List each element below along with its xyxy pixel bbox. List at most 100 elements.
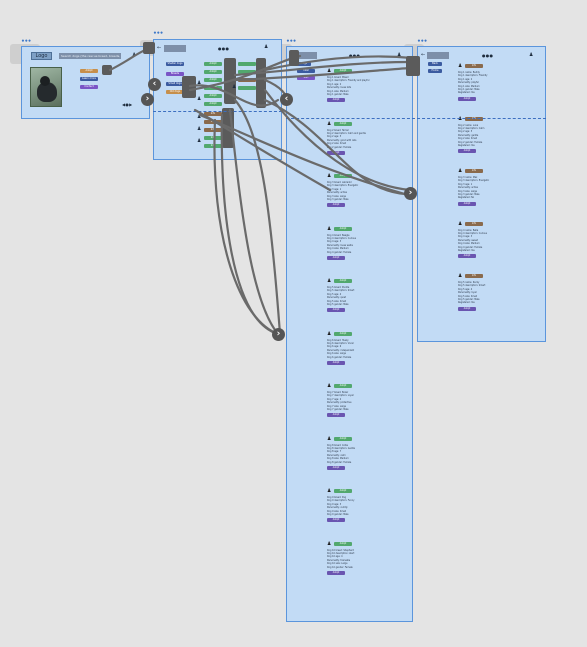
card-badge[interactable]: Info (465, 221, 483, 226)
pager-dots[interactable]: ● ● ● (349, 53, 360, 58)
card-adopt-button[interactable]: Adopt (327, 570, 345, 575)
user-icon[interactable]: ♟ (132, 52, 137, 58)
category-chip[interactable]: Breeds (166, 72, 184, 76)
home-chip[interactable]: Home (428, 69, 442, 73)
card-adopt-button[interactable]: Adopt (327, 203, 345, 208)
card-detail-line: Dog 8 breed: Collie (327, 443, 348, 447)
adopt-chip[interactable] (238, 70, 256, 74)
back-arrow-icon[interactable]: ← (421, 52, 426, 58)
card-badge[interactable]: Adopt (334, 174, 352, 178)
card-badge[interactable]: Adopt (334, 279, 352, 283)
card-badge[interactable]: Info (465, 64, 483, 68)
adopt-chip[interactable]: Adopt (80, 69, 98, 73)
pager-dots[interactable]: ◀ ● ▶ (122, 102, 132, 107)
next-arrow-button[interactable]: › (272, 328, 285, 341)
category-chip[interactable]: Shelter dogs (166, 62, 184, 66)
filter-button[interactable]: Filter (297, 69, 315, 73)
card-detail-line: Dog 8 gender: Female (327, 460, 352, 464)
category-chip[interactable]: Small dogs (166, 82, 184, 86)
card-badge[interactable]: Info (465, 274, 483, 278)
card-adopt-button[interactable]: Adopt (327, 518, 345, 523)
adopt-chip[interactable]: Adopt (204, 62, 222, 66)
card-badge[interactable]: Info (465, 169, 483, 173)
card-adopt-button[interactable]: Adopt (458, 96, 476, 101)
card-adopt-button[interactable]: Adopt (458, 201, 476, 206)
card-badge[interactable]: Adopt (334, 226, 352, 231)
info-chip[interactable] (238, 78, 256, 82)
card-badge[interactable]: Adopt (334, 384, 352, 388)
prev-arrow-button[interactable]: ‹ (148, 78, 161, 91)
card-adopt-button[interactable]: Adopt (327, 255, 345, 260)
user-icon[interactable]: ♟ (264, 44, 269, 50)
prev-arrow-button[interactable]: ‹ (280, 93, 293, 106)
info-chip[interactable]: Info (204, 136, 222, 140)
card-adopt-button[interactable]: Adopt (327, 465, 345, 470)
info-chip[interactable]: Info (204, 120, 222, 124)
next-arrow-button[interactable]: › (404, 187, 417, 200)
user-icon[interactable]: ♟ (529, 52, 534, 58)
card-adopt-button[interactable]: Adopt (458, 149, 476, 154)
tab-dogs[interactable]: Dogs (297, 62, 311, 66)
card-adopt-button[interactable]: Adopt (327, 360, 345, 365)
frame-handle[interactable]: ••• (21, 38, 32, 45)
card-badge[interactable]: Adopt (334, 436, 352, 441)
card-adopt-button[interactable]: Adopt (327, 150, 345, 155)
adopt-chip[interactable]: Adopt (204, 102, 222, 106)
card-detail-line: Dog 1 name: Buddy (458, 71, 480, 74)
pager-dots[interactable]: ● ● ● (482, 53, 493, 58)
card-badge[interactable]: Adopt (334, 489, 352, 493)
card-adopt-button[interactable]: Adopt (327, 413, 345, 418)
info-chip[interactable]: Info (204, 128, 222, 132)
card-badge[interactable]: Adopt (334, 121, 352, 126)
frame-handle[interactable]: ••• (417, 38, 428, 45)
card-detail-line: Dog 5 age: 4 (458, 287, 473, 291)
category-chip[interactable]: Old dogs (166, 90, 184, 94)
adopt-chip[interactable] (238, 86, 256, 90)
back-arrow-icon[interactable]: ← (157, 45, 162, 51)
card-adopt-button[interactable]: Adopt (458, 306, 476, 311)
card-adopt-button[interactable]: Adopt (327, 98, 345, 103)
paw-icon: ♟ (327, 278, 332, 284)
frame-handle[interactable]: ••• (153, 30, 164, 37)
sort-button[interactable]: Sort (297, 76, 315, 80)
paw-icon: ♟ (327, 540, 332, 547)
search-input[interactable]: Search dogs (the rescue breed, breeds, d… (59, 53, 121, 59)
frame-handle[interactable]: ••• (286, 38, 297, 45)
logo[interactable]: Logo (31, 52, 52, 60)
adopt-chip[interactable]: Adopt (204, 94, 222, 98)
card-adopt-button[interactable]: Adopt (458, 254, 476, 259)
adopt-chip[interactable]: Adopt (204, 70, 222, 74)
card-badge[interactable]: Adopt (334, 541, 352, 546)
pager-dots[interactable]: ● ● ● (218, 46, 229, 51)
card-badge[interactable]: Adopt (334, 331, 352, 336)
info-chip[interactable]: Info (204, 112, 222, 116)
contact-chip[interactable]: Contact (80, 85, 98, 89)
card-badge[interactable]: Adopt (334, 69, 352, 73)
adopt-chip[interactable]: Adopt (204, 78, 222, 82)
info-chip[interactable]: Info (204, 144, 222, 148)
connector-node (143, 42, 155, 54)
card-adopt-button[interactable]: Adopt (327, 308, 345, 313)
adopt-chip[interactable] (238, 62, 256, 66)
next-arrow-button[interactable]: › (141, 93, 154, 106)
learn-chip[interactable]: Learn more (80, 77, 98, 81)
adopt-chip[interactable]: Adopt (204, 86, 222, 90)
user-icon[interactable]: ♟ (397, 52, 402, 58)
back-chip[interactable]: Back (428, 62, 442, 66)
